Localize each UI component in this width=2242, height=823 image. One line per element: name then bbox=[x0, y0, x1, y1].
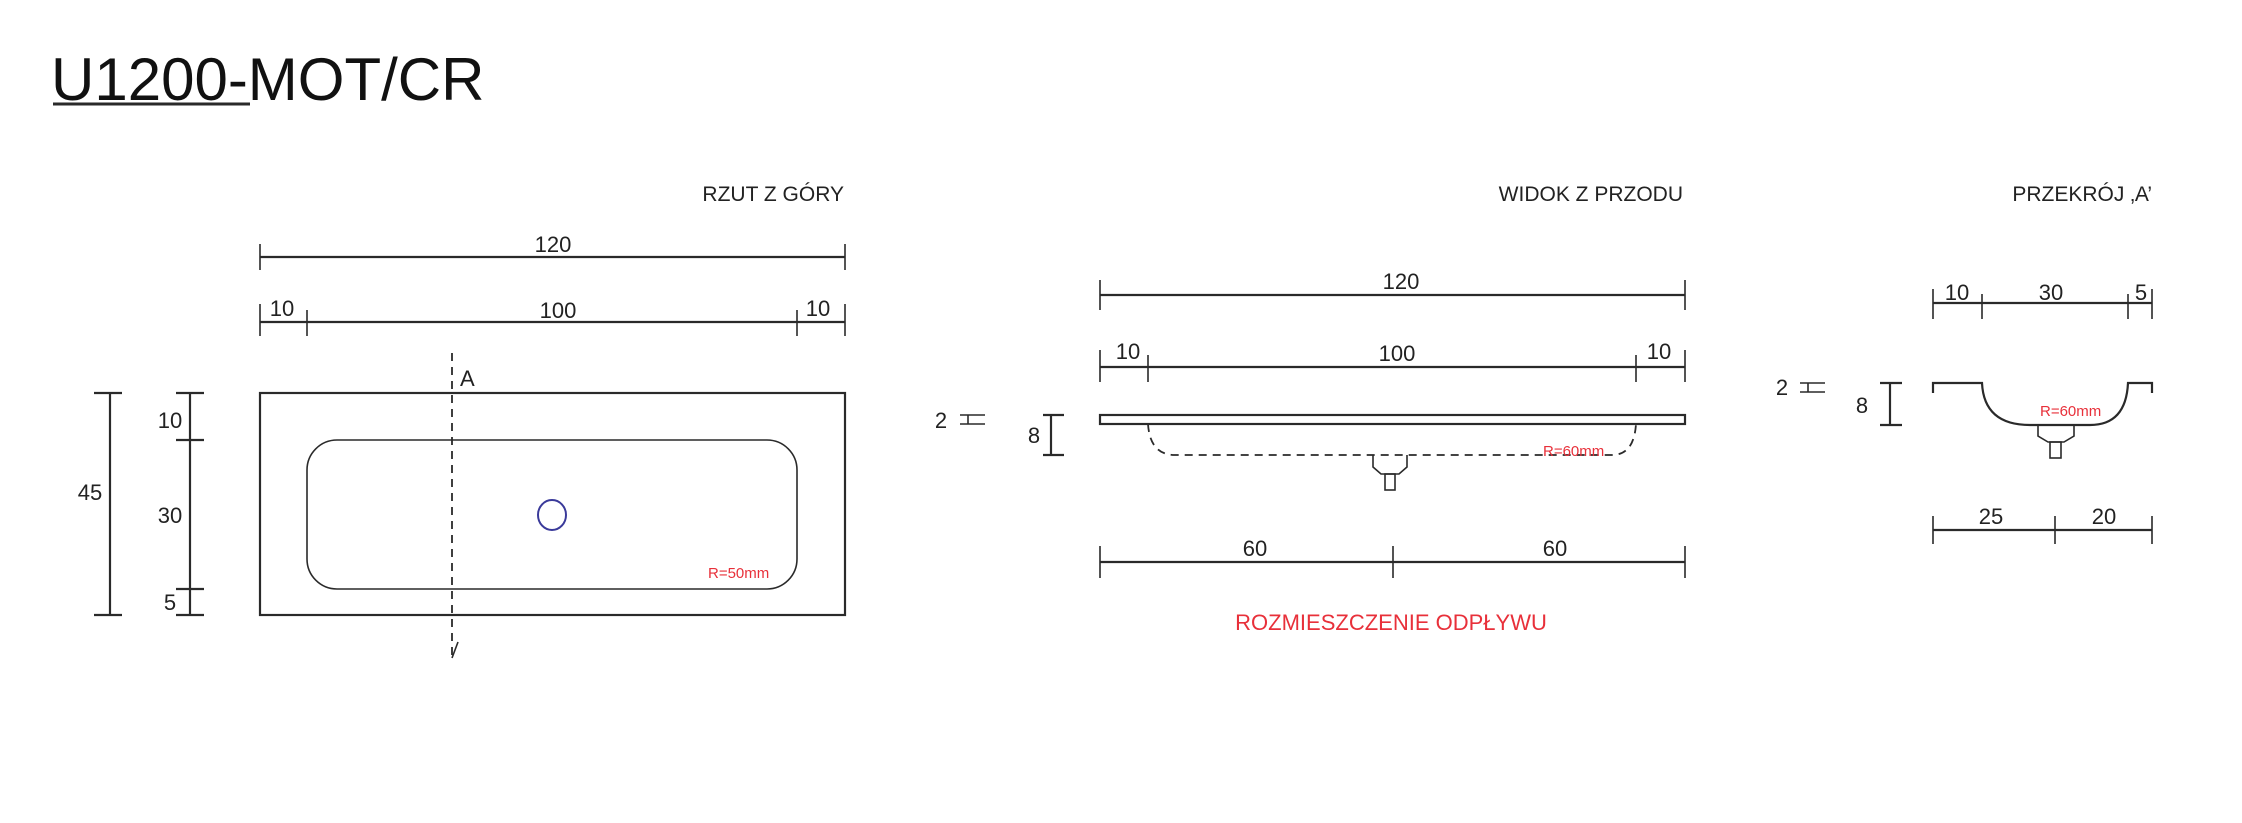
top-width-part-right: 10 bbox=[806, 296, 830, 321]
section-marker-a: A bbox=[460, 366, 475, 391]
drain-caption: ROZMIESZCZENIE ODPŁYWU bbox=[1235, 610, 1547, 635]
section-line-end-mark bbox=[451, 641, 459, 659]
section-thickness-mark bbox=[1800, 382, 1825, 393]
basin-outline bbox=[306, 439, 798, 590]
section-width-part-back: 10 bbox=[1945, 280, 1969, 305]
front-view: WIDOK Z PRZODU 120 10 100 10 R=60mm 2 8 bbox=[935, 183, 1687, 635]
top-depth-part-front: 5 bbox=[164, 590, 176, 615]
front-drain-pipe bbox=[1384, 473, 1396, 491]
top-width-parts-dimension: 10 100 10 bbox=[259, 296, 846, 336]
section-drain-position-back: 25 bbox=[1979, 504, 2003, 529]
top-view: RZUT Z GÓRY 120 10 100 10 A R=50mm bbox=[78, 183, 847, 659]
front-width-parts-dimension: 10 100 10 bbox=[1099, 339, 1686, 382]
section-drain-position-front: 20 bbox=[2092, 504, 2116, 529]
title-suffix: -MOT/CR bbox=[228, 46, 485, 113]
drain-position-right: 60 bbox=[1543, 536, 1567, 561]
section-view: PRZEKRÓJ ‚A’ 10 30 5 R=60mm 2 8 25 bbox=[1776, 183, 2154, 544]
front-width-part-right: 10 bbox=[1647, 339, 1671, 364]
countertop-outline bbox=[258, 391, 847, 617]
top-view-heading: RZUT Z GÓRY bbox=[702, 183, 844, 206]
front-width-total-label: 120 bbox=[1383, 269, 1420, 294]
front-thickness-label: 2 bbox=[935, 408, 947, 433]
front-countertop-slab bbox=[1098, 413, 1687, 426]
front-depth-label: 8 bbox=[1028, 423, 1040, 448]
section-width-part-front: 5 bbox=[2135, 280, 2147, 305]
section-profile bbox=[1931, 381, 2154, 427]
front-depth-dimension bbox=[1043, 413, 1064, 457]
top-depth-part-back: 10 bbox=[158, 408, 182, 433]
section-thickness-label: 2 bbox=[1776, 375, 1788, 400]
top-depth-total-label: 45 bbox=[78, 480, 102, 505]
section-drain-pipe bbox=[2049, 441, 2062, 459]
section-depth-label: 8 bbox=[1856, 393, 1868, 418]
top-radius-note: R=50mm bbox=[708, 565, 769, 582]
front-radius-note: R=60mm bbox=[1543, 443, 1604, 460]
drain-hole-icon bbox=[537, 499, 567, 531]
section-radius-note: R=60mm bbox=[2040, 403, 2101, 420]
front-view-heading: WIDOK Z PRZODU bbox=[1499, 183, 1683, 206]
top-depth-part-basin: 30 bbox=[158, 503, 182, 528]
section-view-heading: PRZEKRÓJ ‚A’ bbox=[2012, 183, 2152, 206]
top-width-part-middle: 100 bbox=[540, 298, 577, 323]
section-width-parts-dimension: 10 30 5 bbox=[1932, 280, 2153, 319]
top-width-part-left: 10 bbox=[270, 296, 294, 321]
front-width-part-middle: 100 bbox=[1379, 341, 1416, 366]
top-depth-dimension: 45 bbox=[78, 391, 122, 617]
top-depth-parts-dimension: 10 30 5 bbox=[158, 391, 204, 617]
top-width-total-label: 120 bbox=[535, 232, 572, 257]
section-width-part-basin: 30 bbox=[2039, 280, 2063, 305]
front-width-dimension: 120 bbox=[1099, 269, 1686, 310]
section-drain-icon bbox=[2037, 425, 2075, 443]
section-drain-position-dimension: 25 20 bbox=[1932, 504, 2153, 544]
front-width-part-left: 10 bbox=[1116, 339, 1140, 364]
title-model: U1200-MOT/CR bbox=[51, 46, 484, 113]
top-width-dimension: 120 bbox=[259, 232, 846, 270]
front-basin-hidden-outline bbox=[1147, 423, 1637, 456]
front-thickness-mark bbox=[960, 414, 985, 425]
front-drain-icon bbox=[1372, 455, 1408, 475]
drain-position-left: 60 bbox=[1243, 536, 1267, 561]
section-depth-dimension bbox=[1880, 381, 1902, 427]
title-model-underlined: U1200 bbox=[51, 46, 228, 113]
drain-position-dimension: 60 60 bbox=[1099, 536, 1686, 578]
